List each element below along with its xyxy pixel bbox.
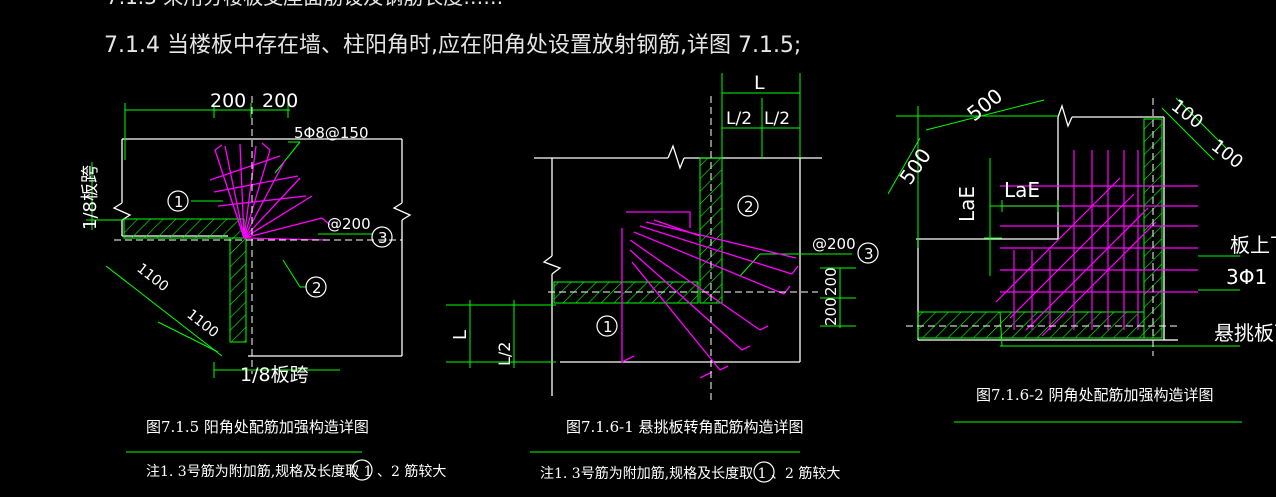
fig1-spacing-label: @200 xyxy=(327,215,371,233)
fig2-note-circle xyxy=(753,461,775,483)
fig2-marker-2: 2 xyxy=(737,195,759,217)
fig3-lae-vertical: LaE xyxy=(955,186,979,222)
fig3-dim-100-a: 100 xyxy=(1167,95,1207,133)
svg-text:2: 2 xyxy=(312,279,322,297)
fig2-dim-L-left: L xyxy=(450,330,471,340)
fig2-wall-outline xyxy=(534,144,822,396)
fig2-caption: 图7.1.6-1 悬挑板转角配筋构造详图 xyxy=(566,418,804,436)
svg-text:3: 3 xyxy=(378,229,388,247)
fig1-dim-200-left: 200 xyxy=(210,90,246,112)
fig3-slab-hatch xyxy=(917,311,1145,339)
fig2-note: 注1. 3号筋为附加筋,规格及长度取 1 、2 筋较大 xyxy=(540,465,840,482)
svg-text:1: 1 xyxy=(174,193,184,211)
fig1-slab-hatch xyxy=(123,218,245,239)
fig2-dimensions xyxy=(446,73,856,368)
fig3-wall-hatch xyxy=(1143,118,1163,339)
fig1-diag-1100-b: 1100 xyxy=(184,307,222,342)
fig1-center-lines xyxy=(114,96,402,374)
fig1-diag-1100-a: 1100 xyxy=(134,261,172,296)
fig3-side-text-2: 3Φ1 xyxy=(1226,265,1267,289)
fig3-dim-500-top: 500 xyxy=(962,84,1007,126)
fig3-side-text-3: 悬挑板面 xyxy=(1214,321,1276,345)
fig3-wall-outline xyxy=(916,103,1178,341)
fig2-marker-1: 1 xyxy=(596,315,618,337)
fig2-marker-3: 3 xyxy=(857,242,879,264)
fig2-dim-half-right: L/2 xyxy=(764,109,790,129)
svg-text:1: 1 xyxy=(603,318,613,336)
fig2-spacing-label: @200 xyxy=(812,235,856,253)
fig1-rebar-label: 5Φ8@150 xyxy=(294,124,369,142)
fig2-dim-200-b: 200 xyxy=(822,297,840,326)
fig1-column-hatch xyxy=(229,237,247,343)
fig1-marker-1: 1 xyxy=(167,190,189,212)
fig2-dim-200-a: 200 xyxy=(822,267,840,296)
fig1-note: 注1. 3号筋为附加筋,规格及长度取 1 、2 筋较大 xyxy=(146,463,446,480)
fig1-side-label: 1/8板跨 xyxy=(80,165,101,230)
fig3-caption: 图7.1.6-2 阴角处配筋加强构造详图 xyxy=(976,386,1214,404)
fig3-dim-100-b: 100 xyxy=(1207,135,1247,173)
svg-text:2: 2 xyxy=(744,198,754,216)
fig2-center-lines xyxy=(548,96,818,404)
header-top-line: 7.1.3 采用分楼板支座面筋设及钢筋长度…… xyxy=(106,0,503,9)
svg-text:3: 3 xyxy=(864,245,874,263)
fig1-note-circle xyxy=(351,459,373,481)
fig2-dim-half-left: L/2 xyxy=(726,109,752,129)
fig1-wall-outline xyxy=(112,138,412,357)
fig2-dim-half-v: L/2 xyxy=(495,342,514,366)
fig3-lae-horizontal: LaE xyxy=(1004,178,1040,202)
fig1-dimensions xyxy=(86,103,372,378)
fig3-center-lines xyxy=(906,98,1180,356)
fig3-side-text-1: 板上下 xyxy=(1230,233,1276,257)
fig1-caption: 图7.1.5 阳角处配筋加强构造详图 xyxy=(146,418,369,436)
fig3-dim-500-left: 500 xyxy=(894,144,936,189)
fig1-marker-2: 2 xyxy=(305,276,327,298)
fig1-marker-3: 3 xyxy=(371,226,393,248)
fig3-dimensions xyxy=(887,97,1240,347)
header-main-line: 7.1.4 当楼板中存在墙、柱阳角时,应在阳角处设置放射钢筋,详图 7.1.5; xyxy=(104,33,801,58)
fig1-dim-200-right: 200 xyxy=(262,90,298,112)
fig1-radial-rebar xyxy=(209,142,331,241)
fig1-bottom-label: 1/8板跨 xyxy=(240,364,309,386)
fig2-corner-rebar xyxy=(621,211,799,379)
fig2-dim-L-top: L xyxy=(754,72,765,94)
